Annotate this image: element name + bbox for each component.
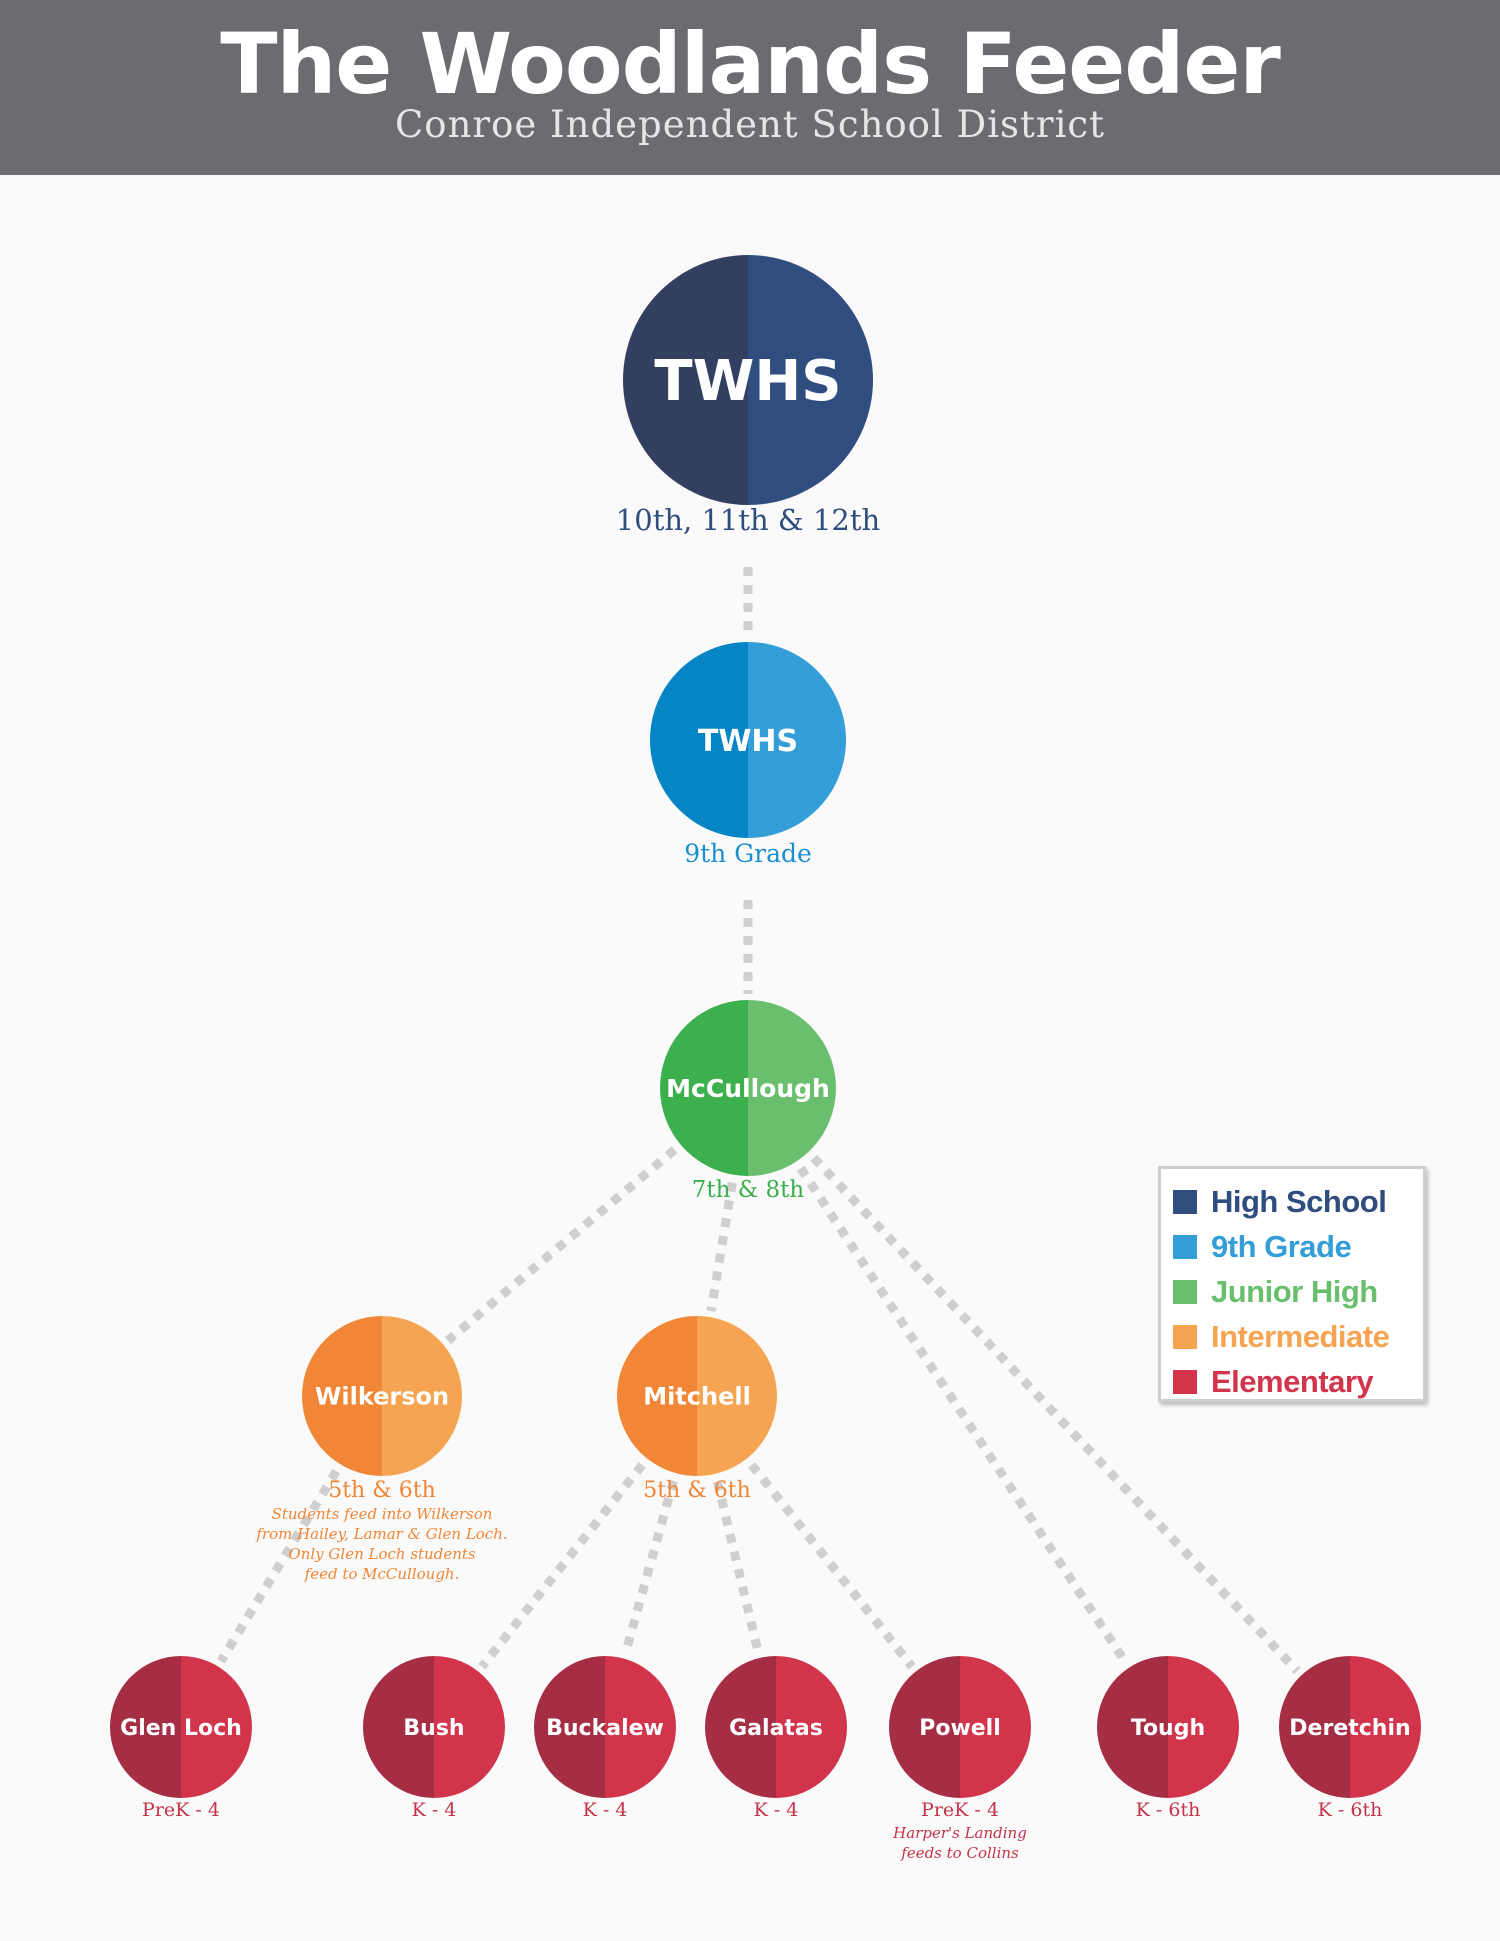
school-name: Buckalew xyxy=(546,1716,664,1741)
connector-mccullough-mitchell xyxy=(706,1181,737,1312)
school-note: Harper's Landing xyxy=(892,1824,1027,1842)
legend-item-9th-grade: 9th Grade xyxy=(1173,1224,1423,1269)
grade-label: 10th, 11th & 12th xyxy=(616,503,880,537)
school-name: Mitchell xyxy=(643,1383,751,1411)
connector-mitchell-bush xyxy=(478,1462,646,1670)
connector-mitchell-galatas xyxy=(713,1480,763,1654)
page-subtitle: Conroe Independent School District xyxy=(394,103,1106,146)
connector-wilkerson-glenloch xyxy=(217,1468,341,1664)
school-name: Powell xyxy=(919,1716,1001,1741)
school-node-bush: Bush K - 4 xyxy=(363,1656,505,1821)
school-node-twhs9: TWHS 9th Grade xyxy=(650,642,846,868)
school-name: McCullough xyxy=(666,1074,830,1103)
legend-swatch xyxy=(1173,1234,1197,1259)
legend-label: Junior High xyxy=(1211,1273,1378,1309)
grade-label: K - 4 xyxy=(754,1799,799,1821)
legend-label: High School xyxy=(1211,1183,1387,1219)
grade-label: 9th Grade xyxy=(684,839,812,868)
school-node-buckalew: Buckalew K - 4 xyxy=(534,1656,676,1821)
grade-label: PreK - 4 xyxy=(142,1799,220,1821)
school-name: Bush xyxy=(403,1716,464,1741)
grade-label: K - 4 xyxy=(412,1799,457,1821)
legend-item-junior-high: Junior High xyxy=(1173,1269,1423,1314)
school-name: TWHS xyxy=(698,724,798,759)
connectors xyxy=(217,567,1301,1675)
page-title: The Woodlands Feeder xyxy=(220,15,1281,113)
grade-label: PreK - 4 xyxy=(921,1799,999,1821)
school-circle xyxy=(705,1656,847,1798)
connector-mccullough-wilkerson xyxy=(444,1146,678,1345)
school-note: Only Glen Loch students xyxy=(288,1545,475,1563)
legend-label: Intermediate xyxy=(1211,1318,1390,1354)
legend-item-elementary: Elementary xyxy=(1173,1359,1423,1404)
connector-mitchell-powell xyxy=(748,1462,916,1670)
legend-swatch xyxy=(1173,1369,1197,1394)
school-node-tough: Tough K - 6th xyxy=(1097,1656,1239,1821)
school-name: Deretchin xyxy=(1289,1716,1410,1741)
grade-label: 5th & 6th xyxy=(328,1478,436,1503)
school-node-mitchell: Mitchell 5th & 6th xyxy=(617,1316,777,1503)
school-circle xyxy=(1279,1656,1421,1798)
school-note: feed to McCullough. xyxy=(304,1565,460,1583)
school-note: Students feed into Wilkerson xyxy=(272,1505,493,1523)
grade-label: 5th & 6th xyxy=(643,1478,751,1503)
legend-item-intermediate: Intermediate xyxy=(1173,1314,1423,1359)
header-banner: The Woodlands Feeder Conroe Independent … xyxy=(0,0,1500,175)
school-node-deretchin: Deretchin K - 6th xyxy=(1279,1656,1421,1821)
school-note: from Hailey, Lamar & Glen Loch. xyxy=(255,1525,507,1543)
school-name: Glen Loch xyxy=(120,1716,242,1741)
connector-mccullough-tough xyxy=(796,1165,1130,1666)
legend-label: Elementary xyxy=(1211,1363,1374,1399)
legend-swatch xyxy=(1173,1279,1197,1304)
legend: High School 9th Grade Junior High Interm… xyxy=(1158,1166,1426,1402)
grade-label: 7th & 8th xyxy=(692,1177,805,1203)
legend-swatch xyxy=(1173,1324,1197,1349)
school-node-twhs: TWHS 10th, 11th & 12th xyxy=(616,255,880,537)
grade-label: K - 4 xyxy=(583,1799,628,1821)
school-name: TWHS xyxy=(654,349,841,414)
legend-item-high-school: High School xyxy=(1173,1179,1423,1224)
legend-label: 9th Grade xyxy=(1211,1228,1352,1264)
grade-label: K - 6th xyxy=(1318,1799,1383,1821)
school-node-mccullough: McCullough 7th & 8th xyxy=(660,1000,836,1203)
school-note: feeds to Collins xyxy=(900,1844,1019,1862)
school-name: Wilkerson xyxy=(315,1383,449,1411)
school-node-galatas: Galatas K - 4 xyxy=(705,1656,847,1821)
school-name: Tough xyxy=(1131,1716,1205,1741)
school-name: Galatas xyxy=(729,1716,823,1741)
grade-label: K - 6th xyxy=(1136,1799,1201,1821)
connector-mitchell-buckalew xyxy=(621,1479,678,1655)
legend-swatch xyxy=(1173,1189,1197,1214)
